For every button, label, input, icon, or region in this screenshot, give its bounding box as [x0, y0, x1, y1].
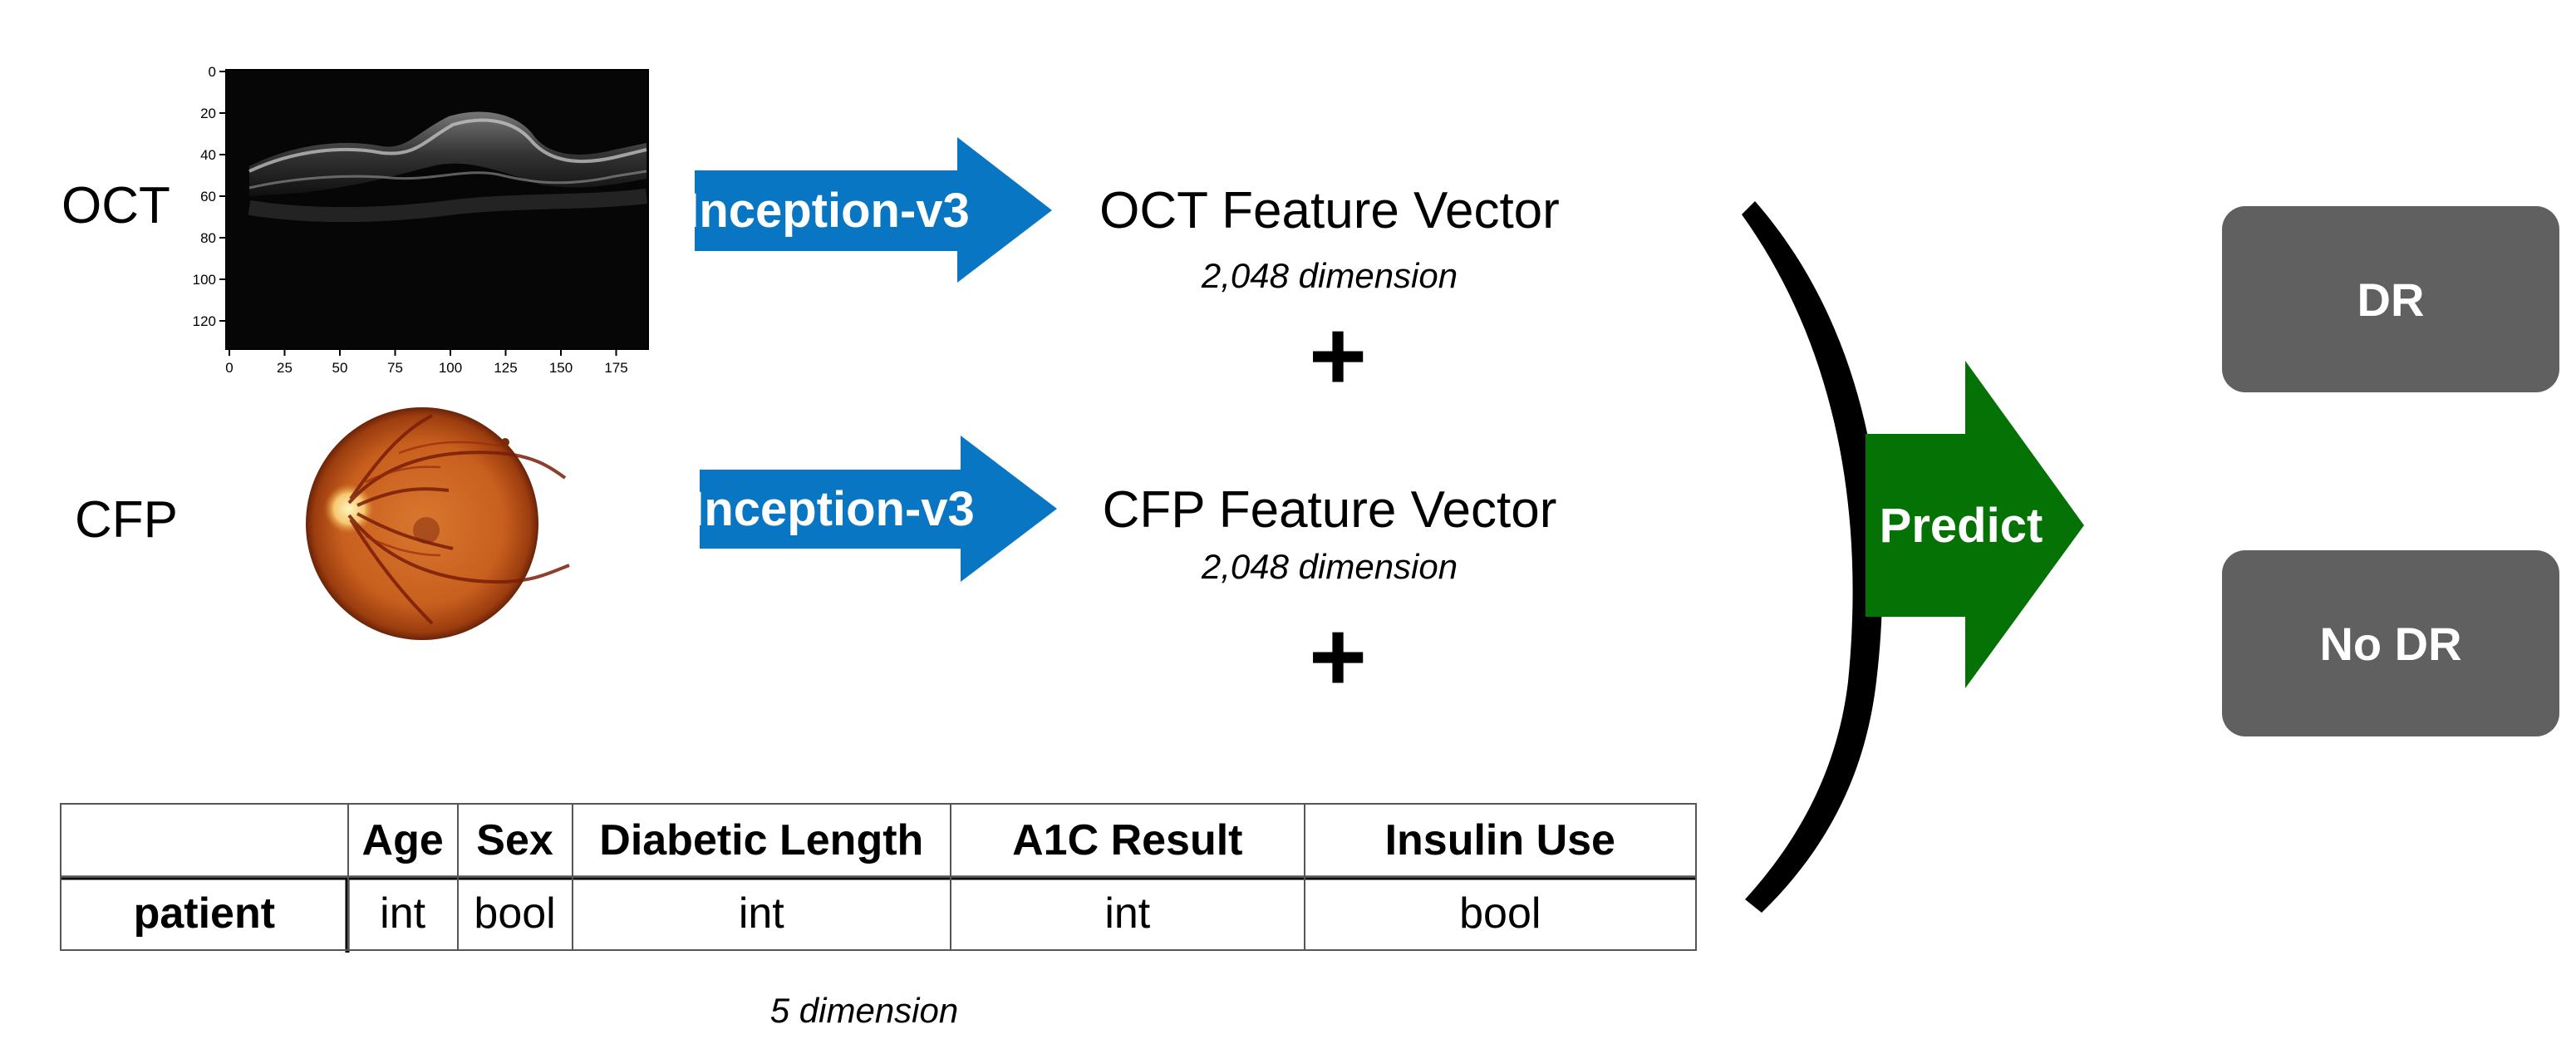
table-header: Age — [347, 803, 459, 878]
inception-label-cfp: Inception-v3 — [691, 482, 975, 536]
oct-feature-vector-title: OCT Feature Vector — [1099, 182, 1560, 239]
oct-y-axis: 0 20 40 60 80 100 120 — [193, 64, 226, 329]
plus-sign-2: + — [1308, 601, 1368, 712]
oct-y-tick-label: 80 — [200, 230, 216, 246]
oct-x-tick-label: 75 — [387, 360, 403, 376]
oct-x-tick-label: 0 — [225, 360, 233, 376]
table-header: Sex — [456, 803, 573, 878]
table-cell: int — [950, 876, 1305, 951]
fusion-bracket — [1742, 201, 1883, 913]
table-header — [60, 803, 349, 878]
cfp-feature-dimension: 2,048 dimension — [1201, 547, 1458, 586]
table-cell: patient — [60, 876, 349, 951]
cfp-label: CFP — [75, 491, 178, 549]
oct-x-axis: 0 25 50 75 100 125 150 175 — [225, 349, 628, 376]
cfp-feature-vector-title: CFP Feature Vector — [1102, 481, 1557, 539]
oct-x-tick-label: 50 — [332, 360, 348, 376]
table-cell: int — [347, 876, 459, 951]
oct-x-tick-label: 150 — [549, 360, 573, 376]
predict-label: Predict — [1879, 498, 2043, 553]
plus-sign-1: + — [1308, 300, 1368, 411]
oct-feature-dimension: 2,048 dimension — [1201, 256, 1458, 295]
table-cell: bool — [456, 876, 573, 951]
inception-arrow-cfp — [700, 436, 1057, 582]
patient-metadata-table: Age Sex Diabetic Length A1C Result Insul… — [60, 803, 1698, 951]
table-cell: int — [571, 876, 952, 951]
oct-y-tick-label: 40 — [200, 147, 216, 163]
table-row: patient int bool int int bool — [60, 876, 1698, 951]
inception-label-oct: Inception-v3 — [686, 184, 970, 238]
oct-x-tick-label: 125 — [494, 360, 517, 376]
fundus-image — [306, 407, 570, 640]
table-header: Diabetic Length — [571, 803, 952, 878]
oct-y-tick-label: 100 — [193, 272, 216, 288]
oct-label: OCT — [61, 177, 170, 234]
oct-y-tick-label: 60 — [200, 189, 216, 204]
oct-y-tick-label: 0 — [209, 64, 216, 80]
inception-arrow-oct — [695, 137, 1052, 283]
oct-x-tick-label: 100 — [439, 360, 462, 376]
oct-y-tick-label: 120 — [193, 313, 216, 329]
table-dimension: 5 dimension — [769, 991, 959, 1030]
table-header-row: Age Sex Diabetic Length A1C Result Insul… — [60, 803, 1698, 878]
output-dr-box: DR — [2222, 206, 2559, 392]
predict-arrow — [1866, 361, 2084, 688]
table-cell: bool — [1303, 876, 1698, 951]
table-header: A1C Result — [950, 803, 1305, 878]
oct-x-tick-label: 175 — [604, 360, 627, 376]
oct-x-tick-label: 25 — [277, 360, 293, 376]
output-no-dr-box: No DR — [2222, 550, 2559, 736]
oct-y-tick-label: 20 — [200, 106, 216, 121]
table-header: Insulin Use — [1303, 803, 1698, 878]
